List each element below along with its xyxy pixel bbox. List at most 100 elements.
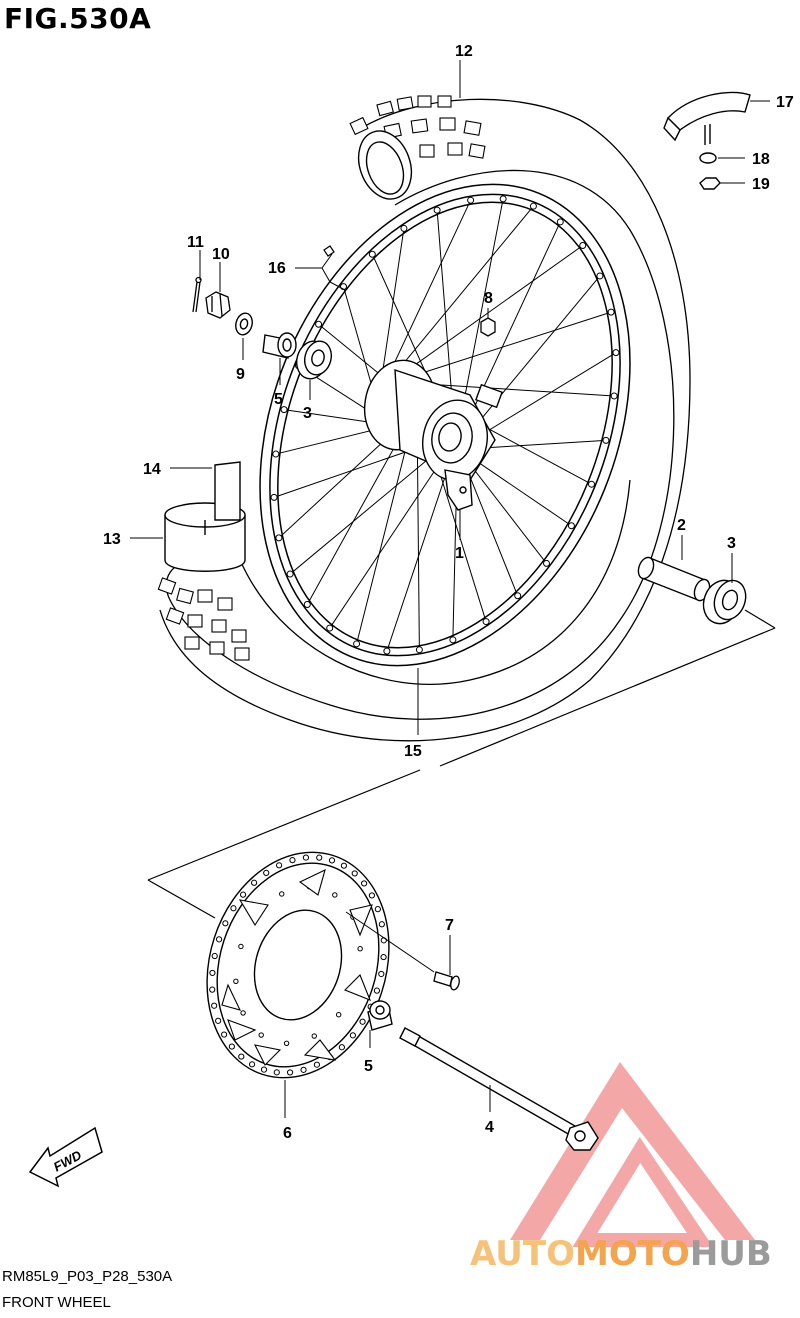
spoke-nipple [602,436,610,444]
disc-hole [340,862,348,869]
disc-hole [215,936,223,943]
spoke [382,199,472,388]
disc-mount-hole [311,1033,317,1039]
spoke-nipple [400,224,408,232]
disc-hole [359,1018,366,1025]
spoke [389,205,534,381]
spoke-nipple [415,646,423,654]
spoke [416,422,420,650]
callout-7: 7 [445,917,454,934]
callout-15: 15 [404,743,422,760]
callout-12: 12 [455,43,473,60]
leader-lines [130,60,770,1118]
disc-hole [349,1032,357,1039]
disc-hole [211,952,218,960]
spoke [306,432,403,605]
brake-disc-holes [209,854,387,1076]
disc-hole [328,857,336,864]
spoke [275,426,387,455]
brake-disc-slots [221,868,373,1066]
figure-title: FIG.530A [4,2,152,35]
spoke-nipple [543,559,551,567]
spoke-nipple [482,618,490,626]
triangle-logo-icon [510,1062,755,1247]
axle [399,1027,599,1151]
disc-hole [273,1069,280,1076]
figure-code: RM85L9_P03_P28_530A [2,1268,173,1285]
callout-18: 18 [752,151,770,168]
figure-caption: FRONT WHEEL [2,1294,111,1311]
collar-lower [367,1000,393,1031]
disc-mount-hole [335,1012,342,1018]
spoke-nipple [383,647,391,655]
spoke-nipple [612,349,620,357]
spoke-nipple [579,241,587,249]
disc-mount-hole [279,891,285,897]
spoke [356,429,412,644]
disc-mount-hole [258,1032,264,1038]
callout-16: 16 [268,260,286,277]
disc-mount-hole [238,943,244,950]
hub [363,359,503,511]
spoke [413,382,615,397]
disc-hole [211,1002,218,1009]
bearing-right [702,579,747,625]
spoke-nipple [326,624,334,632]
callout-3-right: 3 [727,535,736,552]
spoke-nipple [596,272,604,280]
disc-hole [260,1066,268,1073]
spoke-nipple [610,392,618,400]
callout-4: 4 [485,1119,494,1136]
callout-11: 11 [187,234,204,251]
exploded-view-frame [147,609,776,919]
spoke-nipple [607,308,615,316]
spacer-right [637,556,711,602]
disc-hole [351,870,358,877]
callout-9: 9 [236,366,245,383]
washer-left [235,312,253,336]
callout-8: 8 [484,290,493,307]
watermark-brand: AUTOMOTOHUB [470,1234,772,1274]
disc-hole [286,1069,294,1076]
tire-tread-top [349,95,486,159]
disc-mount-hole [283,1040,290,1047]
spoke [464,464,519,596]
disc-mount-hole [240,1010,246,1016]
cotter-pin [192,276,202,313]
disc-hole [374,906,381,913]
callout-6: 6 [283,1125,292,1142]
callout-3-left: 3 [303,405,312,422]
disc-hole [239,891,247,898]
spoke [329,461,442,629]
callout-1: 1 [455,545,464,562]
spoke [475,439,606,449]
disc-hole [378,921,385,928]
spoke [278,431,395,539]
spoke [471,457,572,527]
spoke [397,245,584,378]
spoke-nipple [467,196,475,204]
disc-hole [221,1031,228,1038]
spoke [476,352,617,438]
rim-band-section [164,461,246,572]
disc-mount-hole [233,978,239,985]
disc-hole [222,920,229,927]
tire-section-top [357,130,413,200]
spoke-nipple [529,202,537,210]
disc-hole [248,1061,256,1068]
spoke-nipple [303,601,311,609]
spoke-nipple [587,480,595,488]
spoke-nipple [368,250,376,258]
spoke-nipple [449,636,457,644]
callout-2: 2 [677,517,686,534]
callout-5-left: 5 [274,391,283,408]
watermark-part2: MOTO [574,1234,690,1274]
spoke-nipple [514,592,522,600]
callout-5-lower: 5 [364,1058,373,1075]
disc-hole [378,970,385,978]
disc-hole [338,1044,345,1051]
disc-hole [215,1017,222,1024]
callout-14: 14 [143,461,161,478]
castle-nut [205,291,231,319]
